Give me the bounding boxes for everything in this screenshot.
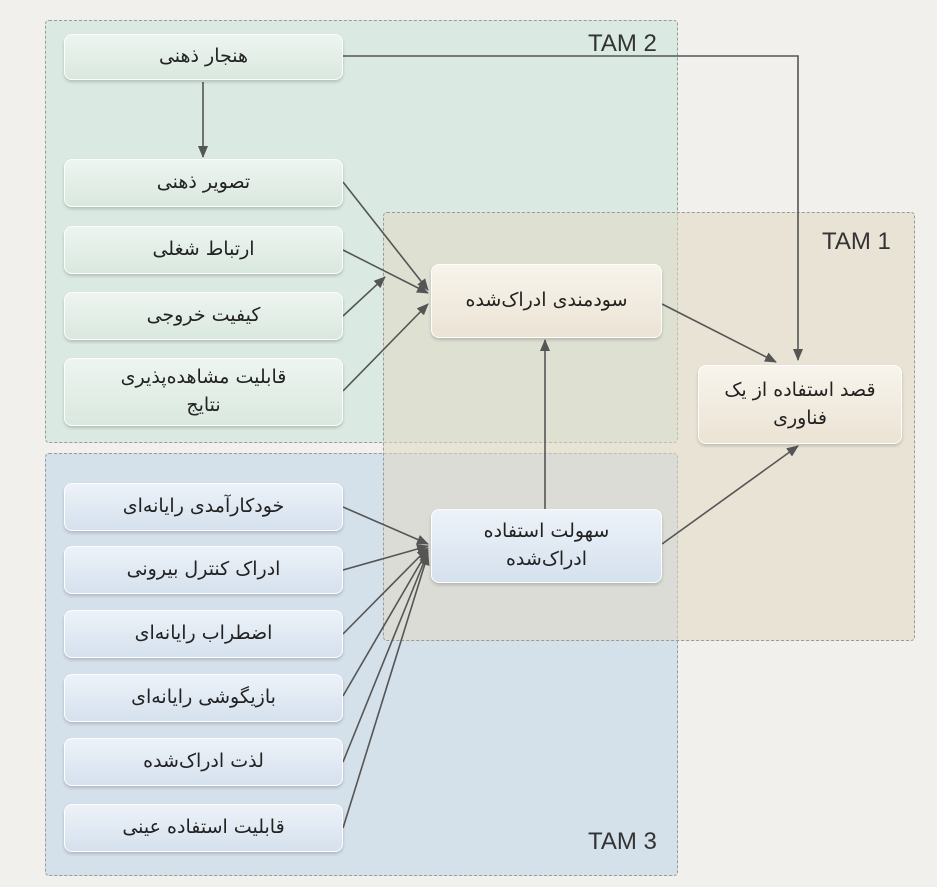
- tam3-label: TAM 3: [588, 828, 657, 855]
- arrow-selfefficacy-to-ease: [342, 506, 429, 545]
- node-image: تصویر ذهنی: [64, 159, 343, 207]
- arrow-usability-to-ease: [342, 553, 430, 829]
- arrow-image-to-usefulness: [342, 181, 429, 291]
- node-computer-anxiety: اضطراب رایانه‌ای: [64, 610, 343, 658]
- node-computer-self-efficacy: خودکارآمدی رایانه‌ای: [64, 483, 343, 531]
- node-perceived-ease-of-use: سهولت استفاده ادراک‌شده: [431, 509, 662, 583]
- tam1-label: TAM 1: [822, 228, 891, 255]
- node-objective-usability: قابلیت استفاده عینی: [64, 804, 343, 852]
- arrow-result-to-usefulness: [342, 303, 429, 392]
- tam2-label: TAM 2: [588, 30, 657, 57]
- arrow-control-to-ease: [342, 544, 429, 571]
- node-subjective-norm: هنجار ذهنی: [64, 34, 343, 80]
- node-computer-playfulness: بازیگوشی رایانه‌ای: [64, 674, 343, 722]
- node-perceived-usefulness: سودمندی ادراک‌شده: [431, 264, 662, 338]
- arrow-usefulness-to-intention: [661, 303, 777, 363]
- node-output-quality: کیفیت خروجی: [64, 292, 343, 340]
- arrow-enjoyment-to-ease: [342, 551, 429, 763]
- arrow-ease-to-intention: [661, 445, 799, 545]
- arrow-job-to-usefulness: [342, 249, 429, 294]
- arrow-output-to-job: [342, 276, 386, 317]
- arrow-norm-to-intention: [343, 55, 803, 361]
- node-perception-external-control: ادراک کنترل بیرونی: [64, 546, 343, 594]
- node-intention-to-use: قصد استفاده از یک فناوری: [698, 365, 902, 444]
- arrow-playfulness-to-ease: [342, 549, 429, 697]
- node-result-demonstrability: قابلیت مشاهده‌پذیری نتایج: [64, 358, 343, 426]
- node-perceived-enjoyment: لذت ادراک‌شده: [64, 738, 343, 786]
- node-job-relevance: ارتباط شغلی: [64, 226, 343, 274]
- arrow-anxiety-to-ease: [342, 547, 429, 635]
